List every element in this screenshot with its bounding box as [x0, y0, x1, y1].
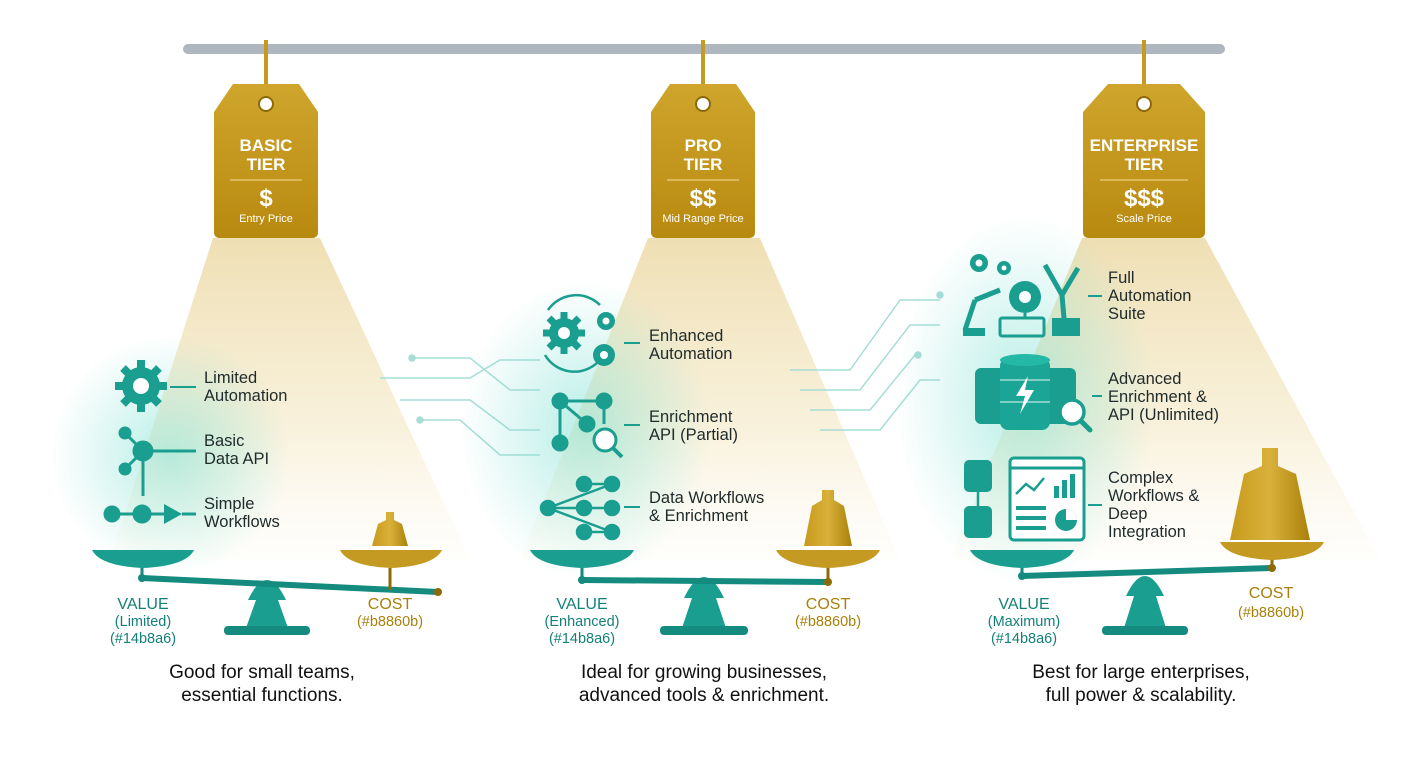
feature-label: Suite — [1108, 305, 1146, 323]
feature-label: API (Partial) — [649, 426, 738, 444]
price-tag-pro: PRO TIER $$ Mid Range Price — [651, 40, 755, 238]
balance-scale-basic — [92, 512, 442, 635]
cost-weight — [1230, 448, 1310, 540]
branching-workflow-icon — [539, 475, 621, 541]
tier-price-label: Entry Price — [239, 213, 293, 225]
balance-scale-enterprise — [970, 448, 1324, 635]
tier-price-symbol: $ — [259, 185, 273, 212]
tier-description: full power & scalability. — [1046, 685, 1237, 706]
feature-label: Simple — [204, 495, 254, 513]
cost-color: (#b8860b) — [795, 614, 861, 630]
feature-label: Integration — [1108, 523, 1186, 541]
network-search-icon — [551, 392, 624, 459]
feature-label: Automation — [1108, 287, 1191, 305]
feature-label: Limited — [204, 369, 257, 387]
cost-color: (#b8860b) — [357, 614, 423, 630]
feature-label: Basic — [204, 432, 244, 450]
value-color: (#14b8a6) — [110, 631, 176, 647]
feature-label: Workflows & — [1108, 487, 1199, 505]
cost-color: (#b8860b) — [1238, 605, 1304, 621]
feature-label: Data Workflows — [649, 489, 764, 507]
network-nodes-icon — [118, 426, 196, 496]
value-color: (#14b8a6) — [991, 631, 1057, 647]
tier-description: Good for small teams, — [169, 662, 355, 683]
robot-arms-icon — [962, 254, 1081, 338]
tier-pro: PRO TIER $$ Mid Range Price — [460, 40, 900, 706]
tier-price-symbol: $$ — [690, 185, 717, 212]
value-color: (#14b8a6) — [549, 631, 615, 647]
gear-icon — [115, 360, 167, 412]
tier-description: advanced tools & enrichment. — [579, 685, 829, 706]
value-level: (Maximum) — [988, 614, 1061, 630]
tier-name-line2: TIER — [1125, 155, 1164, 174]
cost-label: COST — [806, 596, 851, 613]
feature-label: Deep — [1108, 505, 1147, 523]
feature-label: Enhanced — [649, 327, 723, 345]
tier-description: essential functions. — [181, 685, 343, 706]
cost-weight — [804, 490, 852, 546]
value-level: (Limited) — [115, 614, 171, 630]
tier-name-line2: TIER — [684, 155, 723, 174]
feature-label: Complex — [1108, 469, 1174, 487]
feature-label: Automation — [204, 387, 287, 405]
feature-label: Enrichment — [649, 408, 733, 426]
feature-label: Workflows — [204, 513, 280, 531]
feature-label: Full — [1108, 269, 1135, 287]
tier-price-symbol: $$$ — [1124, 185, 1165, 212]
feature-label: & Enrichment — [649, 507, 748, 525]
tier-basic: BASIC TIER $ Entry Price Limited A — [50, 40, 470, 706]
feature-label: Data API — [204, 450, 269, 468]
dashboard-icon — [964, 456, 1086, 542]
price-tag-basic: BASIC TIER $ Entry Price — [214, 40, 318, 238]
cost-label: COST — [1249, 585, 1294, 602]
tier-description: Best for large enterprises, — [1032, 662, 1250, 683]
tier-name-line1: BASIC — [240, 136, 293, 155]
value-label: VALUE — [117, 596, 168, 613]
gears-cycle-icon — [543, 293, 615, 373]
tier-price-label: Mid Range Price — [662, 213, 743, 225]
feature-label: API (Unlimited) — [1108, 406, 1219, 424]
feature-label: Automation — [649, 345, 732, 363]
tier-enterprise: ENTERPRISE TIER $$$ Scale Price — [895, 40, 1380, 706]
price-tag-enterprise: ENTERPRISE TIER $$$ Scale Price — [1083, 40, 1205, 238]
tier-name-line1: PRO — [685, 136, 722, 155]
tier-name-line2: TIER — [247, 155, 286, 174]
value-level: (Enhanced) — [545, 614, 620, 630]
value-label: VALUE — [998, 596, 1049, 613]
cost-weight — [372, 512, 408, 546]
workflow-arrow-icon — [103, 504, 196, 524]
tier-price-label: Scale Price — [1116, 213, 1172, 225]
balance-scale-pro — [530, 490, 880, 635]
cost-label: COST — [368, 596, 413, 613]
tier-description: Ideal for growing businesses, — [581, 662, 827, 683]
tier-name-line1: ENTERPRISE — [1090, 136, 1199, 155]
database-search-icon — [975, 354, 1093, 433]
feature-label: Enrichment & — [1108, 388, 1207, 406]
feature-label: Advanced — [1108, 370, 1181, 388]
value-label: VALUE — [556, 596, 607, 613]
